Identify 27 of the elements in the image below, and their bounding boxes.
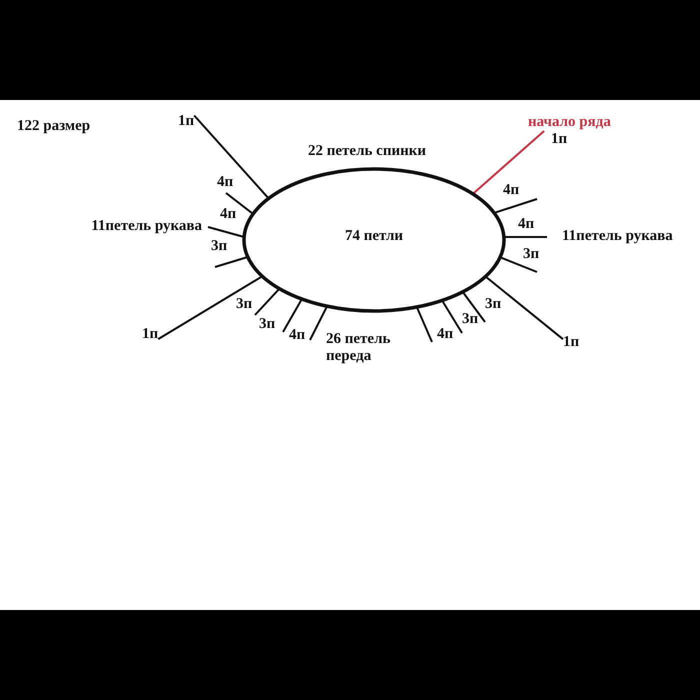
stitch-count: 3п (462, 311, 478, 328)
stitch-count: 4п (518, 216, 534, 233)
leader-line (193, 114, 270, 200)
stitch-count: 4п (437, 326, 454, 343)
section-label: 26 петель переда (326, 331, 392, 365)
leader-line (472, 130, 545, 195)
leader-line (158, 275, 263, 340)
total-count-label: 74 петли (344, 228, 404, 244)
stitch-count: 3п (523, 246, 540, 263)
stitch-count: 3п (259, 316, 276, 333)
stitch-count: 1п (178, 113, 194, 130)
stitch-count: 3п (236, 296, 252, 313)
stitch-count: 4п (289, 327, 306, 344)
leader-line (484, 276, 564, 340)
section-label: 11петель рукава (562, 228, 673, 245)
size-title: 122 размер (17, 118, 90, 135)
stitch-count: 4п (503, 182, 520, 199)
stitch-count: 3п (485, 296, 502, 313)
stitch-count: 4п (217, 174, 234, 191)
stitch-count: 3п (211, 238, 228, 255)
stitch-count: 1п (142, 326, 158, 343)
row-start-label: начало ряда (528, 114, 611, 131)
section-label: 11петель рукава (91, 218, 202, 235)
stitch-count: 1п (551, 131, 568, 148)
stitch-count: 1п (563, 334, 580, 351)
stitch-count: 4п (220, 206, 236, 223)
section-label: 22 петель спинки (308, 143, 426, 160)
